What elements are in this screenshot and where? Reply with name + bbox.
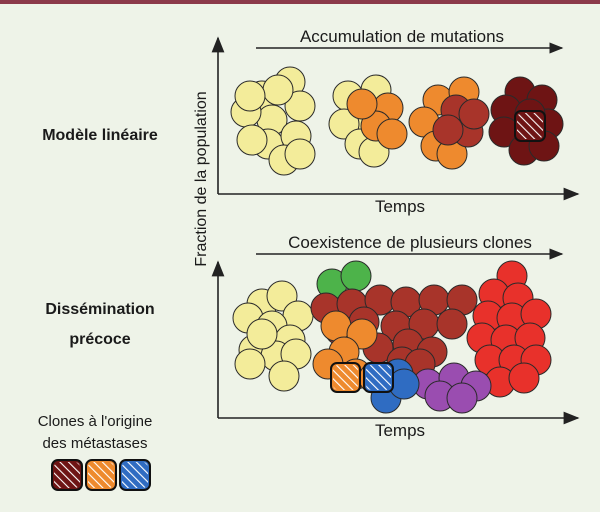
orange-cell bbox=[346, 88, 378, 120]
brick-cell bbox=[432, 114, 464, 146]
orange-metastatic-clone-hatching bbox=[333, 365, 358, 390]
green-cell bbox=[340, 260, 372, 292]
brick-cell bbox=[436, 308, 468, 340]
blue-metastatic-clone-hatching bbox=[366, 365, 391, 390]
yellow-cell bbox=[236, 124, 268, 156]
yellow-cell bbox=[284, 138, 316, 170]
orange-cell bbox=[320, 310, 352, 342]
yellow-cell bbox=[284, 90, 316, 122]
legend-title-line2: des métastases bbox=[42, 435, 147, 452]
yellow-cell bbox=[246, 318, 278, 350]
purple-cell bbox=[446, 382, 478, 414]
legend-blue-clone-swatch-hatching bbox=[122, 462, 148, 488]
yellow-cell bbox=[234, 80, 266, 112]
bottom-row-label-line1: Dissémination bbox=[45, 301, 154, 318]
legend-swatches bbox=[51, 459, 151, 491]
orange-cell bbox=[376, 118, 408, 150]
cell-clusters bbox=[230, 66, 564, 414]
y-axis-label: Fraction de la population bbox=[193, 91, 210, 266]
top-x-axis-label: Temps bbox=[375, 197, 425, 216]
bottom-x-axis-label: Temps bbox=[375, 421, 425, 440]
legend-title-line1: Clones à l'origine bbox=[38, 413, 153, 430]
dark-red-metastatic-clone-hatching bbox=[517, 113, 543, 139]
top-row-label: Modèle linéaire bbox=[42, 127, 158, 144]
yellow-cell bbox=[234, 348, 266, 380]
top-arrow-label: Accumulation de mutations bbox=[300, 27, 504, 46]
yellow-cell bbox=[262, 74, 294, 106]
bottom-row-label-line2: précoce bbox=[69, 331, 130, 348]
metastatic-clone-cells bbox=[330, 110, 546, 393]
red-cell bbox=[508, 362, 540, 394]
bottom-arrow-label: Coexistence de plusieurs clones bbox=[288, 233, 532, 252]
yellow-cell bbox=[268, 360, 300, 392]
brick-cell bbox=[458, 98, 490, 130]
legend-dark-red-clone-swatch-hatching bbox=[54, 462, 80, 488]
figure-canvas: Accumulation de mutations Temps Modèle l… bbox=[38, 27, 580, 491]
legend-orange-clone-swatch-hatching bbox=[88, 462, 114, 488]
